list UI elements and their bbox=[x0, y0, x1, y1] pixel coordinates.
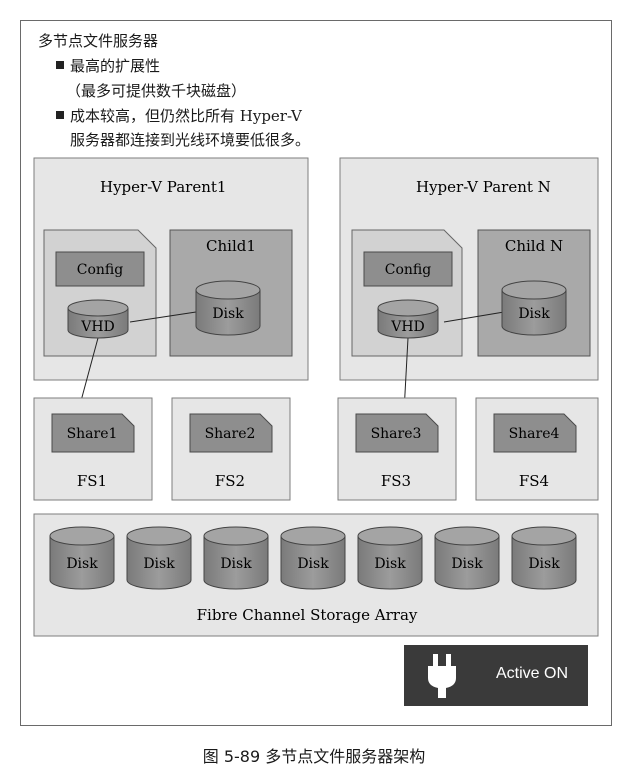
active-on-badge: Active ON bbox=[404, 645, 588, 706]
file-server-fs2: Share2 FS2 bbox=[171, 397, 291, 501]
fs3-label: FS3 bbox=[381, 472, 411, 490]
bullet-square-icon bbox=[56, 61, 64, 69]
child-n-label: Child N bbox=[505, 237, 563, 255]
share1-label: Share1 bbox=[67, 426, 118, 442]
storage-disk-cylinder: Disk bbox=[126, 526, 192, 590]
file-server-fs1: Share1 FS1 bbox=[33, 397, 153, 501]
storage-disk-label: Disk bbox=[451, 556, 483, 572]
storage-disk-label: Disk bbox=[528, 556, 560, 572]
vhd-n-label: VHD bbox=[390, 319, 425, 335]
storage-disk-label: Disk bbox=[374, 556, 406, 572]
parent-1-config-label: Config bbox=[77, 262, 123, 278]
file-server-fs4: Share4 FS4 bbox=[475, 397, 599, 501]
storage-disk-cylinder: Disk bbox=[434, 526, 500, 590]
fs4-label: FS4 bbox=[519, 472, 549, 490]
storage-label: Fibre Channel Storage Array bbox=[197, 606, 418, 624]
child-1-label: Child1 bbox=[206, 237, 256, 255]
badge-label: Active ON bbox=[496, 665, 569, 682]
storage-disk-cylinder: Disk bbox=[49, 526, 115, 590]
intro-title: 多节点文件服务器 bbox=[38, 32, 159, 50]
vhd-to-disk-link-1 bbox=[129, 311, 197, 323]
storage-disk-cylinder: Disk bbox=[357, 526, 423, 590]
storage-disk-label: Disk bbox=[297, 556, 329, 572]
parent-n-config bbox=[363, 251, 453, 287]
parent-n-title: Hyper-V Parent N bbox=[416, 178, 551, 196]
fs1-label: FS1 bbox=[77, 472, 107, 490]
fs2-label: FS2 bbox=[215, 472, 245, 490]
bullet-square-icon bbox=[56, 111, 64, 119]
parent-1-title: Hyper-V Parent1 bbox=[100, 178, 226, 196]
fibre-channel-storage-array: Fibre Channel Storage Array Disk Disk Disk… bbox=[33, 513, 599, 637]
storage-disk-cylinder: Disk bbox=[203, 526, 269, 590]
storage-disk-cylinder: Disk bbox=[280, 526, 346, 590]
intro-bullet-1: 最高的扩展性 bbox=[56, 56, 160, 76]
bullet-1-text: 最高的扩展性 bbox=[70, 57, 161, 75]
disk-cylinder-child-n: Disk bbox=[501, 280, 567, 336]
intro-bullet-1-sub: （最多可提供数千块磁盘） bbox=[66, 82, 247, 100]
child-n-disk-label: Disk bbox=[518, 306, 550, 322]
disk-cylinder-child-1: Disk bbox=[195, 280, 261, 336]
storage-disk-label: Disk bbox=[143, 556, 175, 572]
share2-label: Share2 bbox=[205, 426, 256, 442]
power-plug-icon bbox=[428, 654, 456, 698]
storage-disk-label: Disk bbox=[66, 556, 98, 572]
figure-caption: 图 5-89 多节点文件服务器架构 bbox=[202, 747, 426, 766]
child-1-disk-label: Disk bbox=[212, 306, 244, 322]
intro-bullet-2-line2: 服务器都连接到光线环境要低很多。 bbox=[70, 131, 311, 149]
file-server-fs3: Share3 FS3 bbox=[337, 397, 457, 501]
parent-1-config bbox=[55, 251, 145, 287]
parent-n-config-label: Config bbox=[385, 262, 431, 278]
hyperv-parent-1: Hyper-V Parent1 Config Child1 bbox=[33, 157, 309, 381]
hyperv-parent-n: Hyper-V Parent N Config Child N bbox=[339, 157, 599, 381]
storage-disk-cylinder: Disk bbox=[511, 526, 577, 590]
vhd-to-disk-link-n bbox=[443, 311, 505, 323]
bullet-2-text: 成本较高，但仍然比所有 Hyper-V bbox=[70, 107, 302, 125]
share3-label: Share3 bbox=[371, 426, 422, 442]
storage-disk-label: Disk bbox=[220, 556, 252, 572]
share4-label: Share4 bbox=[509, 426, 560, 442]
vhd-cylinder-1: VHD bbox=[67, 299, 129, 339]
intro-bullet-2: 成本较高，但仍然比所有 Hyper-V bbox=[56, 106, 302, 126]
vhd-1-label: VHD bbox=[80, 319, 115, 335]
vhd-cylinder-n: VHD bbox=[377, 299, 439, 339]
